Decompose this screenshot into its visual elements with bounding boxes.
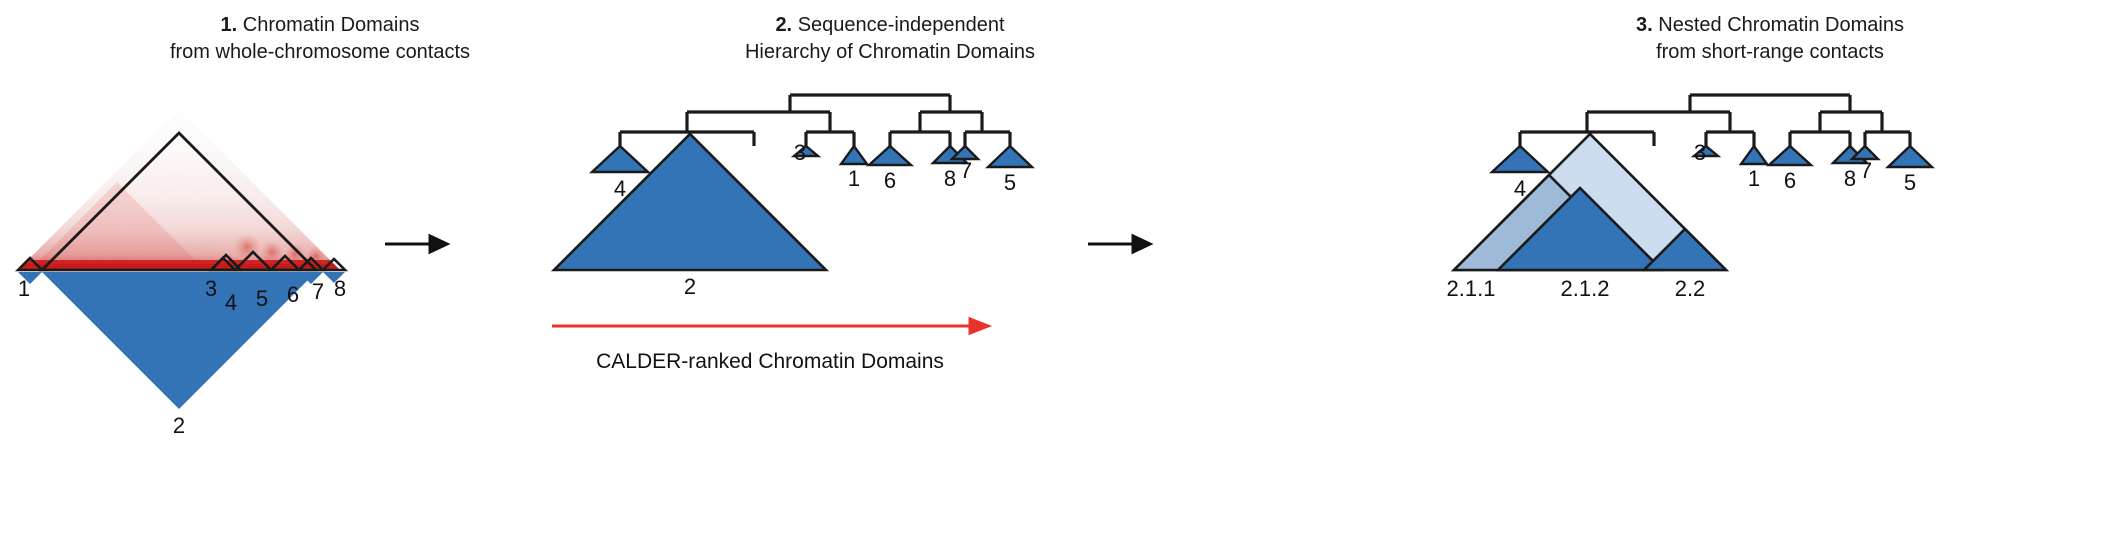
leaf-triangle-2 [550, 132, 830, 272]
panel-3-leaf-label-4: 4 [1513, 176, 1527, 201]
panel-3-nested-label-2-1-2: 2.1.2 [1560, 276, 1610, 301]
leaf-domain-triangles [1488, 143, 1935, 174]
panel-3-leaf-label-3: 3 [1693, 140, 1707, 165]
panel-3-index: 3. [1636, 14, 1653, 36]
panel-3-title: 3. Nested Chromatin Domains from short-r… [1490, 12, 2050, 66]
leaf-triangle-7 [949, 144, 981, 161]
panel-1-domain-label-4: 4 [224, 290, 238, 315]
domain-outlines-above-diagonal [14, 131, 349, 272]
panel-3-nested-domains: 3. Nested Chromatin Domains from short-r… [1400, 0, 2122, 538]
dendrogram-links [618, 93, 1012, 146]
nested-triangle-2-1-2 [1494, 186, 1666, 272]
panel-3-nested-label-2-2: 2.2 [1674, 276, 1706, 301]
panel-2-title-line2: Hierarchy of Chromatin Domains [744, 41, 1036, 63]
panel-1-title: 1. Chromatin Domains from whole-chromoso… [0, 12, 640, 66]
panel-2-leaf-label-4: 4 [613, 176, 627, 201]
panel-3-title-line2: from short-range contacts [1656, 41, 1884, 63]
panel-1-hic-figure [14, 109, 349, 409]
panel-1-domain-label-8: 8 [333, 276, 347, 301]
panel-2-leaf-label-1: 1 [847, 166, 861, 191]
nested-triangle-2-2-core [1640, 227, 1730, 272]
panel-1-domain-label-5: 5 [255, 286, 269, 311]
panel-2-title: 2. Sequence-independent Hierarchy of Chr… [610, 12, 1170, 66]
panel-1-domain-label-6: 6 [286, 282, 300, 307]
panel-2-dendrogram [550, 93, 1035, 272]
panel-1-title-line2: from whole-chromosome contacts [169, 41, 471, 63]
panel-3-leaf-label-1: 1 [1747, 166, 1761, 191]
panel-1-title-line1: Chromatin Domains [242, 14, 420, 36]
leaf-triangle-7 [1849, 144, 1881, 161]
panel-1-domain-label-7: 7 [311, 279, 325, 304]
panel-2-hierarchy: 2. Sequence-independent Hierarchy of Chr… [500, 0, 1300, 538]
leaf-triangle-6 [1765, 144, 1815, 167]
panel-2-index: 2. [775, 14, 793, 36]
panel-1-domain-label-3: 3 [204, 276, 218, 301]
leaf-triangle-4 [1488, 144, 1552, 174]
panel-2-big-domain-label-2: 2 [683, 274, 697, 299]
leaf-triangle-3 [1690, 144, 1722, 158]
panel-2-leaf-label-8: 8 [943, 166, 957, 191]
arrow-step1-to-step2 [385, 233, 451, 255]
leaf-triangle-5 [1885, 144, 1935, 169]
panel-2-leaf-label-6: 6 [883, 168, 897, 193]
panel-2-leaf-label-3: 3 [793, 140, 807, 165]
panel-1-domain-label-2: 2 [172, 413, 186, 438]
arrow-step2-to-step3 [1088, 233, 1154, 255]
panel-1-domain-label-1: 1 [17, 276, 31, 301]
panel-3-nested-label-2-1-1: 2.1.1 [1446, 276, 1496, 301]
panel-3-title-line1: Nested Chromatin Domains [1658, 14, 1904, 36]
panel-2-leaf-label-7: 7 [959, 158, 973, 183]
panel-3-leaf-label-8: 8 [1843, 166, 1857, 191]
panel-1-chromatin-domains: 1. Chromatin Domains from whole-chromoso… [0, 0, 700, 538]
leaf-triangle-5 [985, 144, 1035, 169]
panel-3-leaf-label-5: 5 [1903, 170, 1917, 195]
leaf-triangle-6 [865, 144, 915, 167]
panel-3-dendrogram [1450, 93, 1935, 272]
calder-arrow [552, 316, 993, 336]
calder-caption: CALDER-ranked Chromatin Domains [596, 350, 944, 373]
domain-triangles-below-diagonal [18, 272, 345, 409]
nested-domain-2 [1450, 132, 1730, 272]
panel-3-leaf-label-6: 6 [1783, 168, 1797, 193]
leaf-triangle-3 [790, 144, 822, 158]
panel-1-index: 1. [220, 14, 238, 36]
dendrogram-links [1518, 93, 1912, 146]
panel-2-title-line1: Sequence-independent [797, 14, 1005, 36]
leaf-triangle-4 [588, 144, 652, 174]
leaf-triangle-1 [1738, 143, 1770, 166]
leaf-triangle-1 [838, 143, 870, 166]
leaf-domain-triangles [550, 132, 1035, 272]
panel-2-leaf-label-5: 5 [1003, 170, 1017, 195]
panel-3-leaf-label-7: 7 [1859, 158, 1873, 183]
